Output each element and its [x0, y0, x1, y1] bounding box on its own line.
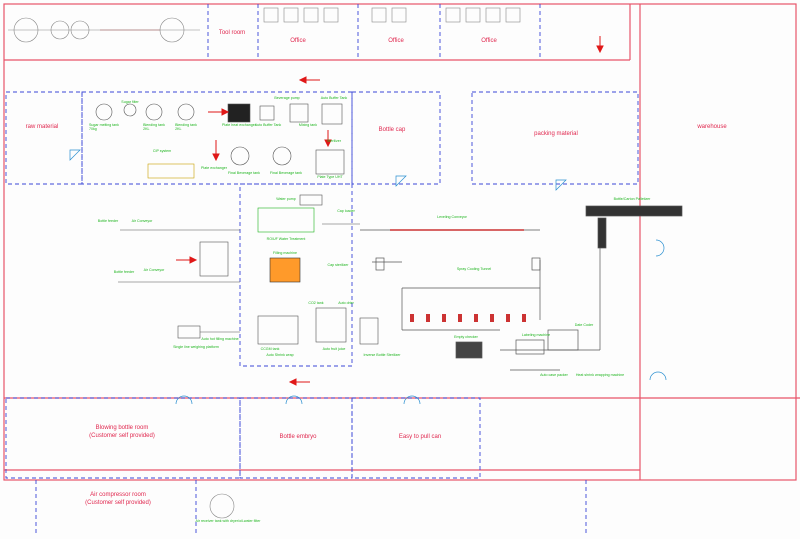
room-blowing-bottle: Blowing bottle room (Customer self provi… — [89, 425, 155, 440]
room-blowing-bottle-title: Blowing bottle room — [95, 425, 149, 431]
room-bottle-cap: Bottle cap — [378, 127, 406, 133]
eq-auto-buffer-tank-2: Auto Buffer Tank — [320, 96, 348, 100]
eq-mixing-tank: Mixing tank — [298, 123, 318, 127]
doors — [69, 149, 667, 405]
eq-auto-drier: Auto drier — [338, 301, 354, 305]
eq-tunnel-pasteurizer: Spray Cooling Tunnel — [456, 267, 492, 271]
eq-plate-exchanger: Plate exchanger — [201, 166, 227, 170]
room-packing-material: packing material — [534, 131, 578, 137]
eq-weighing-platform: Single line weighing platform — [173, 345, 219, 349]
eq-auto-fruit-juice: Auto fruit juice — [322, 347, 346, 351]
room-easy-pull-can: Easy to pull can — [398, 434, 442, 440]
eq-plate-type-uht: Plate Type UHT — [317, 175, 343, 179]
top-left-equipment — [8, 17, 200, 43]
flow-arrows — [176, 36, 604, 386]
eq-inverse-sterilizer: Inverse Bottle Sterilizer — [363, 353, 401, 357]
room-bottle-embryo: Bottle embryo — [279, 434, 317, 440]
eq-final-beverage-tank-1: Final Beverage tank — [228, 171, 260, 175]
room-tool-room: Tool room — [218, 30, 246, 36]
production-line — [360, 205, 683, 371]
eq-filling-machine: Filling machine — [273, 251, 297, 255]
eq-palletizer: Bottle/Carton Palletizer — [613, 197, 651, 201]
tunnel-markers — [410, 314, 526, 322]
office-furniture — [263, 7, 521, 23]
eq-auto-buffer-tank: Auto Buffer Tank — [254, 123, 282, 127]
eq-auto-case-packer: Auto case packer — [540, 373, 568, 377]
room-air-compressor-title: Air compressor room — [90, 492, 146, 498]
eq-auto-shrink-wrap: Auto Shrink wrap — [266, 353, 294, 357]
filling-equipment — [118, 194, 379, 345]
eq-date-coder: Date Coder — [574, 323, 594, 327]
room-office-2: Office — [388, 38, 404, 44]
eq-cap-sterilizer: Cap sterilizer — [327, 263, 349, 267]
room-air-compressor: Air compressor room (Customer self provi… — [85, 492, 151, 507]
eq-air-conveyor-2: Air Conveyor — [143, 268, 165, 272]
room-air-compressor-note: (Customer self provided) — [85, 499, 151, 506]
eq-heat-wrap: Heat shrink wrapping machine — [575, 373, 625, 377]
eq-beverage-pump: Beverage pump — [274, 96, 300, 100]
eq-cip-system: CIP system — [152, 149, 172, 153]
room-office-1: Office — [290, 38, 306, 44]
eq-empty-checker: Empty checker — [454, 335, 478, 339]
eq-hot-filling: Auto hot filling machine — [201, 337, 239, 341]
eq-leveling-conveyor: Leveling Conveyor — [437, 215, 467, 219]
eq-heat-exchanger: Plate heat exchanger — [222, 123, 256, 127]
room-blowing-bottle-note: (Customer self provided) — [89, 432, 155, 439]
air-compressor — [209, 493, 235, 519]
eq-cap-loader: Cap loader — [337, 209, 355, 213]
room-office-3: Office — [481, 38, 497, 44]
room-warehouse: warehouse — [697, 124, 727, 130]
outer-walls — [3, 3, 800, 481]
eq-air-receiver-tank: Air receiver tank with dryer/oil-water f… — [195, 519, 261, 523]
eq-sterilizer: Sterilizer — [327, 139, 341, 143]
eq-bottle-feeder-2: Bottle feeder — [113, 270, 135, 274]
eq-water-pump: Water pump — [276, 197, 296, 201]
eq-ccgm-tank: CCGM tank — [260, 347, 280, 351]
syrup-equipment — [95, 103, 345, 179]
eq-sugar-filter: Sugar filter — [121, 100, 139, 104]
eq-ro-water: RO/UF Water Treatment — [266, 237, 306, 241]
eq-labeling-machine: Labeling machine — [521, 333, 551, 337]
partitions — [5, 4, 639, 535]
eq-co2-tank: CO2 tank — [308, 301, 324, 305]
eq-bottle-feeder: Bottle feeder — [97, 219, 119, 223]
eq-air-conveyor-1: Air Conveyor — [131, 219, 153, 223]
room-raw-material: raw material — [25, 124, 59, 130]
eq-final-beverage-tank-2: Final Beverage tank — [270, 171, 302, 175]
